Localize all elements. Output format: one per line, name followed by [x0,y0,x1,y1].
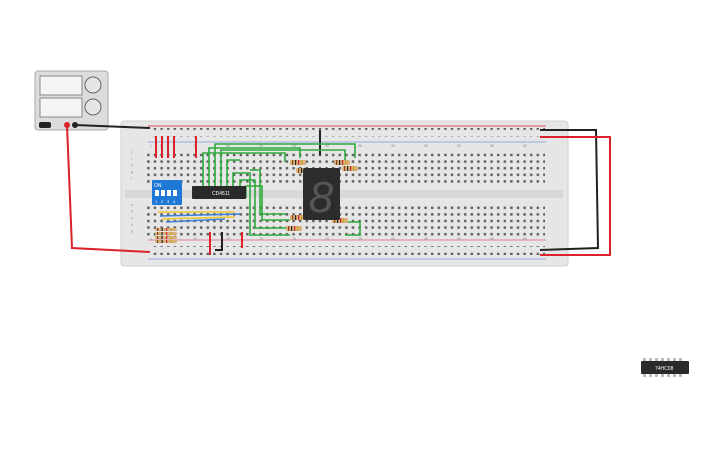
column-number-30-bottom: 30 [325,237,329,241]
resistor-segment-3[interactable] [342,166,358,171]
dip-switch-position-4: 4 [173,199,176,204]
column-number-15-bottom: 15 [226,237,230,241]
dip-switch-position-3: 3 [167,199,170,204]
column-number-60-bottom: 60 [523,237,527,241]
column-number-60-top: 60 [523,144,527,148]
column-number-35-bottom: 35 [358,237,362,241]
dip-switch-position-2: 2 [161,199,164,204]
dip-switch-on-label: ON [154,183,162,189]
column-number-10-top: 10 [193,144,197,148]
resistor-segment-5[interactable] [286,226,302,231]
resistor-pulldown-2[interactable] [155,232,177,235]
power-wires[interactable] [66,124,611,256]
column-number-55-bottom: 55 [490,237,494,241]
row-letter-b: b [131,223,133,227]
column-number-50-bottom: 50 [457,237,461,241]
column-number-50-top: 50 [457,144,461,148]
power-switch[interactable] [39,122,51,128]
breadboard[interactable] [120,120,569,267]
column-number-30-top: 30 [325,144,329,148]
dip-wires[interactable] [158,211,241,223]
column-number-15-top: 15 [226,144,230,148]
column-number-55-top: 55 [490,144,494,148]
column-number-1-top: 1 [150,144,152,148]
column-number-45-bottom: 45 [424,237,428,241]
column-number-20-top: 20 [259,144,263,148]
resistor-segment-4[interactable] [290,215,306,220]
row-letter-e: e [131,203,133,207]
dip-switch[interactable]: ON 1 2 3 4 [152,180,182,205]
spare-chip-label: 74HC08 [655,366,674,372]
resistor-pulldown-1[interactable] [155,228,177,231]
row-letter-h: h [131,163,133,167]
power-supply[interactable] [34,70,109,131]
column-number-25-bottom: 25 [292,237,296,241]
row-letter-f: f [131,176,132,180]
spare-chip[interactable]: 74HC08 [641,358,689,377]
row-letter-g: g [131,170,133,174]
column-number-40-top: 40 [391,144,395,148]
column-number-1-bottom: 1 [150,237,152,241]
row-letter-a: a [131,229,133,233]
resistor-pulldown-3[interactable] [155,236,177,239]
column-number-35-top: 35 [358,144,362,148]
column-number-40-bottom: 40 [391,237,395,241]
row-letter-j: j [130,150,132,154]
column-number-20-bottom: 20 [259,237,263,241]
resistor-pulldown-4[interactable] [155,240,177,243]
resistor-segment-2[interactable] [334,160,350,165]
column-number-10-bottom: 10 [193,237,197,241]
row-letter-c: c [131,216,133,220]
seven-segment-digit: 8 [309,173,334,222]
column-number-25-top: 25 [292,144,296,148]
dip-switch-position-1: 1 [155,199,158,204]
breadboard-column-numbers: 1 1 55 10 10 15 15 20 20 25 25 30 30 35 35 40 40 45 45 50 50… [130,144,527,241]
resistor-segment-1[interactable] [290,160,306,165]
seven-segment-display[interactable]: 8 [303,168,340,222]
decoder-chip-label: CD4511 [212,191,230,197]
row-letter-d: d [131,210,133,214]
decoder-chip[interactable]: CD4511 [192,186,246,199]
column-number-45-top: 45 [424,144,428,148]
row-letter-i: i [131,157,132,161]
